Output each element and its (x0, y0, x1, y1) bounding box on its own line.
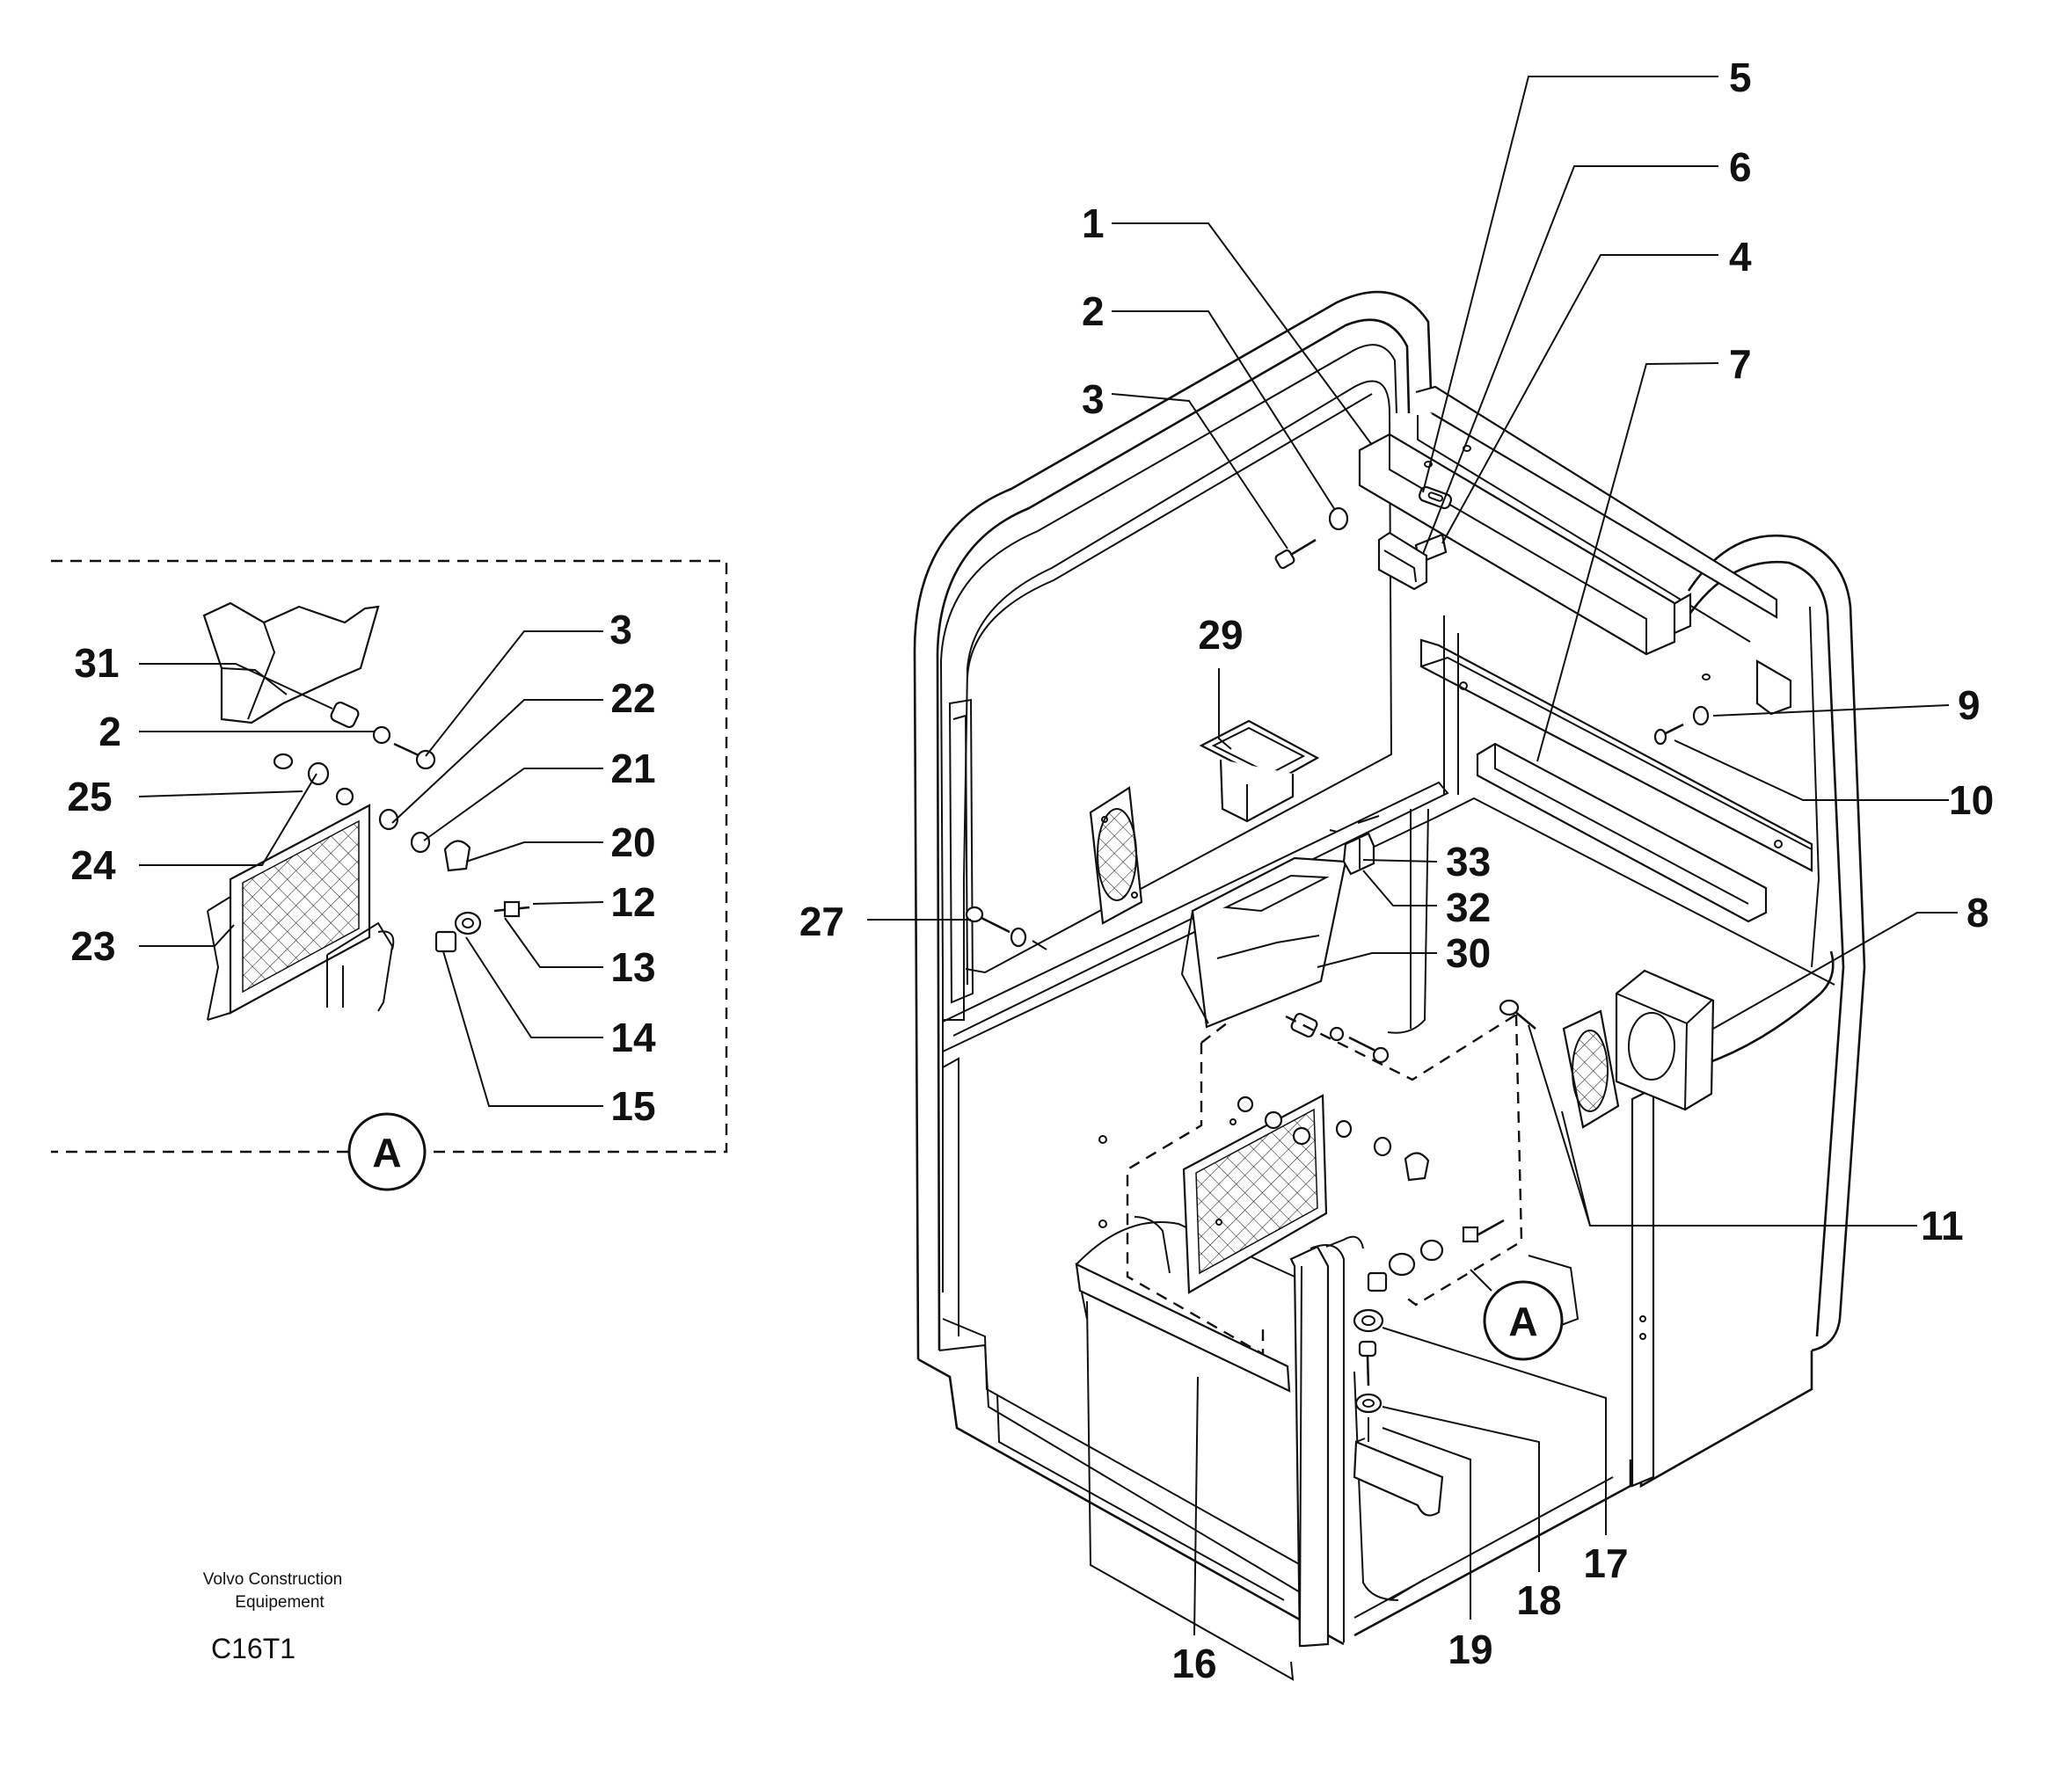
cab-crossmember (1419, 638, 1813, 872)
callout-27: 27 (799, 899, 844, 944)
callout-22: 22 (610, 675, 655, 721)
detail-fasteners (273, 701, 530, 953)
part-27-bolt (965, 906, 1047, 950)
callout-23: 23 (70, 923, 115, 969)
callout-19: 19 (1448, 1627, 1492, 1672)
callout-16: 16 (1171, 1641, 1216, 1686)
callout-6: 6 (1729, 144, 1752, 190)
callout-4: 4 (1729, 234, 1752, 280)
detail-a-region-right (1401, 1014, 1523, 1307)
cab-left-strip (948, 698, 974, 1004)
detail-bracket (326, 921, 395, 1012)
callout-3: 3 (1082, 376, 1105, 422)
callout-10: 10 (1949, 777, 1994, 823)
callout-8: 8 (1966, 890, 1989, 935)
cab-front-post (1289, 1245, 1330, 1648)
figure-code: C16T1 (211, 1633, 295, 1664)
callout-3-detail: 3 (609, 607, 632, 652)
part-9-nut (1692, 705, 1710, 726)
cab-assembly: A 5 6 4 1 (799, 55, 1994, 1686)
callout-25: 25 (67, 774, 112, 819)
detail-leaders (138, 630, 604, 1107)
callout-5: 5 (1729, 55, 1752, 100)
main-fasteners (1237, 1012, 1505, 1292)
part-3-screw (1274, 538, 1317, 570)
company-name-line2: Equipement (235, 1593, 325, 1612)
detail-a-group-fasteners (1367, 1219, 1505, 1292)
main-leaders (867, 76, 1958, 1636)
footer: Volvo Construction Equipement C16T1 (203, 1570, 342, 1664)
main-detail-a-letter: A (1508, 1299, 1537, 1344)
callout-2: 2 (1082, 288, 1105, 334)
callout-18: 18 (1516, 1577, 1561, 1623)
part-29-ashtray (1199, 719, 1320, 823)
callout-29: 29 (1198, 612, 1243, 658)
vent-grille-right (1562, 1009, 1620, 1129)
part-8-duct (1615, 969, 1715, 1111)
callout-1: 1 (1082, 200, 1105, 246)
callout-24: 24 (70, 842, 116, 888)
callout-15: 15 (610, 1083, 655, 1129)
detail-a-border (51, 559, 728, 1154)
part-6-lamp (1377, 531, 1428, 591)
part-30-storage-box (1180, 856, 1347, 1029)
cab-right-frame-outer (1687, 534, 1866, 1352)
callout-13: 13 (610, 944, 655, 990)
part-32-block (1342, 815, 1380, 876)
vent-grille-left (1089, 786, 1143, 925)
detail-a-letter: A (372, 1130, 401, 1176)
floor-channel (1075, 1263, 1291, 1393)
company-name: Volvo Construction (203, 1570, 342, 1589)
mesh-net-assembly (1098, 1094, 1328, 1294)
detail-mesh-panel (207, 804, 371, 1021)
callout-9: 9 (1958, 682, 1981, 728)
detail-a-marker (347, 1112, 427, 1191)
part-1-housing (1358, 433, 1676, 656)
callout-32: 32 (1446, 884, 1491, 930)
callout-12: 12 (610, 879, 655, 925)
detail-a-region-left (1126, 1043, 1265, 1357)
detail-a-box: A (51, 559, 728, 1191)
callout-7: 7 (1729, 341, 1752, 387)
main-detail-a-marker (1483, 1280, 1564, 1361)
part-10-screw (1653, 723, 1684, 746)
callout-31: 31 (74, 640, 119, 686)
part-2-washer (1328, 506, 1349, 531)
floor-bolts (1353, 1308, 1384, 1442)
callout-17: 17 (1583, 1540, 1628, 1586)
part-11-screw (1499, 999, 1536, 1030)
callout-11: 11 (1921, 1203, 1964, 1248)
detail-cab-fragment (202, 601, 380, 724)
cab-left-frame-outer (913, 290, 1434, 1360)
cab-rear-top-rail (1415, 385, 1778, 619)
callout-30: 30 (1446, 930, 1491, 976)
callout-14: 14 (610, 1015, 656, 1060)
cab-right-post (1631, 1087, 1655, 1488)
cab-floor-outer (917, 1358, 1345, 1646)
callout-21: 21 (610, 746, 655, 791)
callout-2-detail: 2 (98, 709, 121, 754)
callout-33: 33 (1446, 839, 1491, 884)
callout-20: 20 (610, 819, 655, 865)
